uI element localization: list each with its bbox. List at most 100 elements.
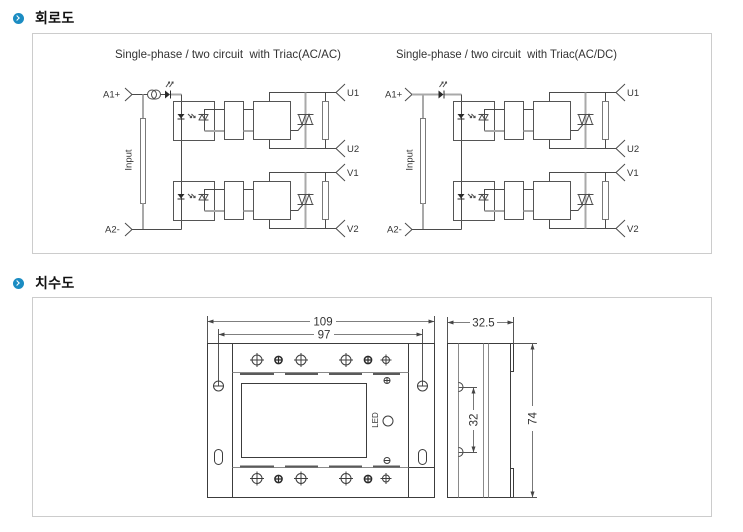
terminal-cover-edge — [510, 468, 514, 498]
terminal-label-a1: A1+ — [103, 90, 121, 101]
diode-icon — [438, 90, 445, 99]
led-icon — [457, 114, 465, 120]
label-window — [241, 383, 367, 458]
relay-body-front: LED — [207, 343, 435, 498]
terminal-screw-icon — [338, 352, 354, 368]
output-rail — [269, 219, 336, 229]
output-rail — [549, 219, 616, 229]
dimension-value: 109 — [313, 317, 332, 329]
photocoupler-box — [173, 101, 215, 141]
gate-wire — [570, 124, 584, 131]
terminal-screw-icon — [249, 352, 265, 368]
mounting-hole-profile — [458, 447, 464, 457]
light-emission-icon — [467, 193, 476, 199]
relay-body-side — [447, 343, 514, 498]
wire — [484, 189, 505, 211]
section-title: 치수도 — [35, 276, 75, 292]
input-label: Input — [405, 149, 416, 170]
front-view: 109 97 — [207, 316, 435, 498]
light-emission-icon — [165, 81, 174, 88]
chevron-right-circle-icon — [13, 12, 24, 24]
section-heading-dimensions: 치수도 — [13, 273, 75, 293]
terminal-divider — [285, 465, 318, 468]
terminal-screw-icon — [274, 355, 283, 365]
gate-wire — [290, 204, 304, 211]
snubber-resistor — [601, 180, 610, 221]
terminal-screw-icon — [293, 352, 309, 368]
phototriac-icon — [198, 113, 209, 122]
led-label: LED — [371, 412, 380, 428]
dimension-value: 97 — [318, 330, 331, 342]
terminal-label-v2: V2 — [627, 224, 639, 235]
dimension-mounting-pitch: 97 — [218, 329, 423, 386]
terminal-divider — [240, 465, 274, 468]
terminal-label-u2: U2 — [347, 144, 359, 155]
mounting-hole — [213, 380, 225, 392]
driver-box — [253, 181, 291, 220]
current-source-icon — [147, 89, 162, 100]
led-icon — [177, 194, 185, 200]
mounting-slot — [418, 449, 427, 465]
gate-wire — [290, 124, 304, 131]
terminal-arrow-icon — [335, 163, 346, 182]
output-channel-2: V1 V2 — [173, 163, 359, 238]
trigger-circuit-box — [224, 101, 244, 140]
input-circuit: A1+ Input A2- — [385, 81, 462, 237]
wire — [204, 189, 225, 211]
terminal-label-u2: U2 — [627, 144, 639, 155]
output-channel-1: U1 U2 — [173, 83, 359, 158]
terminal-arrow-icon — [335, 83, 346, 102]
body-outline — [447, 343, 511, 498]
trigger-circuit-box — [504, 101, 524, 140]
terminal-screw-icon — [380, 354, 392, 366]
diode-icon — [165, 90, 171, 99]
phototriac-icon — [198, 193, 209, 202]
terminal-screw-icon — [363, 474, 373, 484]
terminal-arrow-icon — [615, 83, 626, 102]
section-title: 회로도 — [35, 11, 75, 27]
plus-circle-icon — [383, 377, 391, 384]
input-resistor — [419, 117, 427, 205]
terminal-screw-icon — [274, 474, 283, 484]
gate-wire — [570, 204, 584, 211]
light-emission-icon — [187, 193, 196, 199]
driver-box — [253, 101, 291, 140]
terminal-divider — [329, 465, 362, 468]
terminal-arrow-icon — [124, 87, 133, 102]
minus-circle-icon — [383, 457, 391, 464]
terminal-label-a2: A2- — [105, 225, 120, 236]
dimension-height: 74 — [513, 343, 540, 498]
circuit-diagram-panel: Single-phase / two circuit with Triac(AC… — [32, 33, 712, 254]
triac-icon — [577, 192, 594, 207]
terminal-screw-icon — [380, 472, 392, 485]
terminal-arrow-icon — [404, 222, 413, 237]
light-emission-icon — [439, 81, 448, 88]
dimension-drawing: 109 97 — [207, 316, 540, 498]
photocoupler-box — [453, 181, 495, 221]
output-channel-2: V1 V2 — [453, 163, 639, 238]
output-rail — [549, 139, 616, 149]
snubber-resistor — [321, 100, 330, 141]
terminal-label-a2: A2- — [387, 225, 402, 236]
circuit-diagram-ac-dc: Single-phase / two circuit with Triac(AC… — [385, 47, 639, 238]
side-view: 32.5 32 — [447, 317, 540, 498]
input-resistor — [139, 117, 147, 205]
led-indicator-icon — [382, 415, 394, 427]
terminal-label-a1: A1+ — [385, 90, 403, 101]
light-emission-icon — [467, 113, 476, 119]
terminal-arrow-icon — [335, 219, 346, 238]
triac-icon — [297, 192, 314, 207]
terminal-divider — [329, 373, 362, 375]
terminal-label-v1: V1 — [347, 168, 359, 179]
input-circuit: A1+ Input A2- — [103, 81, 182, 237]
output-rail — [549, 172, 616, 182]
terminal-cover-edge — [510, 343, 514, 372]
phototriac-icon — [478, 193, 489, 202]
light-emission-icon — [187, 113, 196, 119]
dimension-value: 32 — [469, 414, 481, 427]
terminal-label-v2: V2 — [347, 224, 359, 235]
terminal-divider — [240, 373, 274, 375]
led-icon — [457, 194, 465, 200]
terminal-screw-icon — [338, 471, 354, 486]
terminal-arrow-icon — [335, 139, 346, 158]
